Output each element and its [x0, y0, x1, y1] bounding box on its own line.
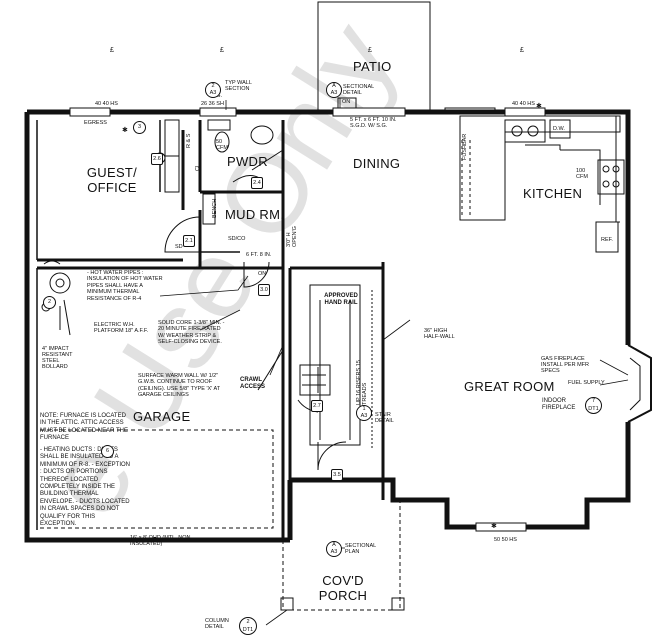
on-label: ON [342, 99, 351, 105]
bench-label: BENCH [212, 198, 218, 218]
opening-label: 3'0" H OPEN'G [286, 226, 298, 247]
door-tag-garage: 3.0 [258, 284, 270, 296]
closet-label: CL [195, 163, 201, 171]
bollard-label: 4" IMPACT RESISTANT STEEL BOLLARD [42, 346, 73, 370]
room-label-covd-porch: COV'D PORCH [318, 573, 368, 603]
door-tag-mud: 2.1 [183, 235, 195, 247]
dishwasher-label: D.W. [553, 126, 565, 132]
hot-water-note: - HOT WATER PIPES : INSULATION OF HOT WA… [87, 270, 163, 302]
bath-fan-label: 50 CFM [216, 139, 228, 151]
door-size-label: 6 FT. 8 IN. [246, 252, 272, 258]
room-label-pwdr: PWDR [227, 154, 268, 169]
refrigerator-label: REF. [601, 237, 613, 243]
interior-walls [37, 120, 385, 540]
svg-text:✱: ✱ [122, 126, 128, 134]
door-tag-entry: 3.5 [331, 469, 343, 481]
water-heater-bubble: 2 [43, 296, 56, 309]
egress-label: EGRESS [84, 120, 107, 126]
heating-ducts-note: - HEATING DUCTS : DUCTS SHALL BE INSULAT… [40, 447, 130, 528]
water-heater-label: ELECTRIC W.H. PLATFORM 18" A.F.F. [94, 322, 149, 334]
svg-text:£: £ [520, 47, 524, 54]
smoke-co-label: SD/CO [228, 236, 246, 242]
risers-label: UP 16 RISERS 15 TREADS [356, 360, 368, 405]
door-tag-pwdr: 2.4 [251, 177, 263, 189]
half-wall-label: 36" HIGH HALF-WALL [424, 328, 455, 340]
patio-outline [317, 1, 431, 112]
room-label-great-room: GREAT ROOM [464, 379, 555, 394]
svg-text:✱: ✱ [491, 522, 497, 530]
room-label-mud-room: MUD RM. [225, 207, 285, 222]
indoor-fireplace-label: INDOOR FIREPLACE [542, 398, 576, 411]
crawl-access-label: CRAWL ACCESS [240, 377, 266, 390]
surface-warm-note: SURFACE WARM WALL W/ 1/2" G.W.B. CONTINU… [138, 373, 220, 399]
exterior-wall-left [24, 112, 290, 543]
smoke-detector-label: SD [175, 244, 183, 250]
svg-text:£: £ [220, 47, 224, 54]
sectional-detail-label: SECTIONAL DETAIL [343, 84, 374, 96]
hand-rail-label: APPROVED HAND RAIL [324, 293, 358, 306]
kitchen-fan-label: 100 CFM [576, 168, 588, 180]
window-label-left: 40 40 HS [95, 101, 118, 107]
fireplace-bumpout [627, 344, 652, 423]
typ-wall-section-label: TYP WALL SECTION [225, 80, 252, 92]
rod-shelf-label: R & S [186, 133, 192, 148]
sectional-plan-label: SECTIONAL PLAN [345, 543, 376, 555]
window-label-bottom: 50 50 HS [494, 537, 517, 543]
solid-core-note: SOLID CORE 1-3/8" MIN. - 20 MINUTE FIRE … [158, 320, 225, 346]
furnace-note: NOTE: FURNACE IS LOCATED IN THE ATTIC. A… [40, 413, 129, 442]
porch-outline [282, 500, 401, 611]
svg-text:£: £ [110, 47, 114, 54]
garage-door-label: 16' x 8' OHD (MTL. NON-INSULATED) [130, 535, 193, 547]
garage-door [40, 429, 274, 529]
heating-ducts-bubble: 6 [101, 445, 114, 458]
room-label-guest-office: GUEST/ OFFICE [86, 165, 138, 195]
room-label-garage: GARAGE [133, 409, 191, 424]
room-label-dining: DINING [353, 156, 401, 171]
stair-detail-label: STAIR DETAIL [375, 412, 394, 424]
egress-bubble: 3 [133, 121, 146, 134]
gas-fireplace-label: GAS FIREPLACE INSTALL PER MFR SPECS [541, 356, 589, 374]
fuel-supply-label: FUEL SUPPLY [568, 380, 605, 386]
on-label-mud: ON [258, 271, 267, 277]
patio-door-label: 5 FT. x 6 FT. 10 IN. S.G.D. W/ S.G. [350, 117, 397, 129]
room-label-kitchen: KITCHEN [523, 186, 583, 201]
door-tag-crawl: 2.7 [311, 400, 323, 412]
window-label-right: 40 40 HS [512, 101, 535, 107]
column-detail-label: COLUMN DETAIL [205, 618, 229, 630]
svg-text:✱: ✱ [536, 102, 542, 110]
window-label-sh: 26 36 SH [201, 101, 224, 107]
room-label-patio: PATIO [353, 59, 392, 74]
fushbar-label: FUSHBAR [462, 133, 468, 160]
kitchen-counter [459, 115, 621, 221]
svg-text:£: £ [368, 47, 372, 54]
door-swing [164, 216, 201, 253]
door-tag-guest: 2.6 [151, 153, 163, 165]
